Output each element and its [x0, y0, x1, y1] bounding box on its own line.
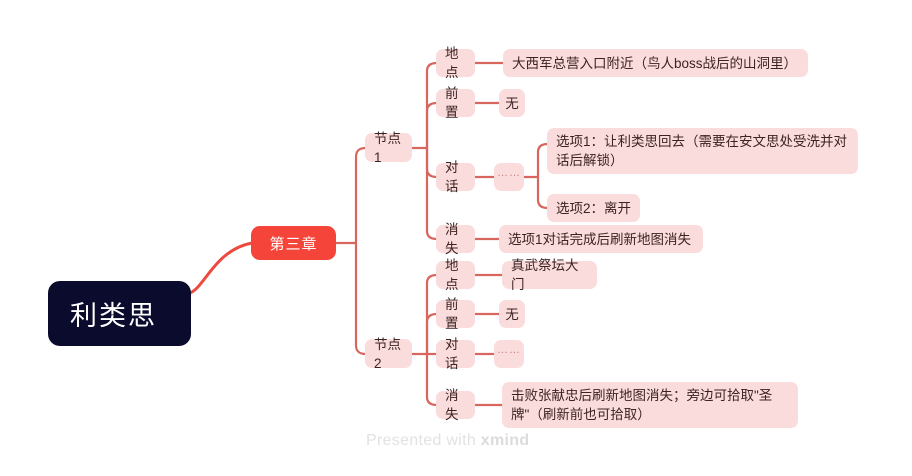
label-text: 对话	[445, 160, 459, 194]
value-text: 无	[505, 95, 519, 111]
label-text: 消失	[445, 388, 459, 422]
value-text: 无	[505, 306, 519, 322]
node-1-dialogue-option-2[interactable]: 选项2：离开	[547, 194, 640, 222]
option-text: 选项1：让利类思回去（需要在安文思处受洗并对话后解锁）	[556, 134, 848, 168]
node-2[interactable]: 节点2	[365, 337, 412, 371]
node-2-prereq-value[interactable]: 无	[499, 300, 525, 328]
node-2-disappear-value[interactable]: 击败张献忠后刷新地图消失；旁边可拾取"圣牌"（刷新前也可拾取）	[502, 382, 798, 428]
node-1-label: 节点1	[374, 130, 401, 165]
value-text: 选项1对话完成后刷新地图消失	[508, 231, 692, 247]
label-text: 消失	[445, 222, 459, 256]
value-text: 击败张献忠后刷新地图消失；旁边可拾取"圣牌"（刷新前也可拾取）	[511, 388, 773, 422]
root-node[interactable]: 利类思	[48, 281, 191, 346]
value-text: ……	[497, 167, 521, 179]
node-1-location-label[interactable]: 地点	[436, 46, 475, 80]
label-text: 前置	[445, 86, 459, 120]
label-text: 地点	[445, 46, 459, 80]
watermark-brand: xmind	[480, 432, 530, 449]
value-text: 真武祭坛大门	[511, 258, 579, 292]
node-2-location-value[interactable]: 真武祭坛大门	[502, 258, 597, 292]
node-2-location-label[interactable]: 地点	[436, 258, 475, 292]
node-1-prereq-value[interactable]: 无	[499, 89, 525, 117]
label-text: 对话	[445, 337, 459, 371]
main-topic-label: 第三章	[269, 235, 318, 253]
node-1-dialogue-option-1[interactable]: 选项1：让利类思回去（需要在安文思处受洗并对话后解锁）	[547, 128, 858, 174]
node-1[interactable]: 节点1	[365, 131, 412, 165]
main-topic-node[interactable]: 第三章	[251, 226, 336, 260]
node-1-disappear-value[interactable]: 选项1对话完成后刷新地图消失	[499, 225, 703, 253]
node-1-prereq-label[interactable]: 前置	[436, 86, 475, 120]
root-label: 利类思	[70, 301, 157, 331]
node-1-dialogue-label[interactable]: 对话	[436, 160, 475, 194]
xmind-watermark: Presented with xmind	[366, 432, 529, 450]
node-1-dialogue-value[interactable]: ……	[494, 163, 524, 191]
watermark-prefix: Presented with	[366, 432, 481, 449]
node-1-disappear-label[interactable]: 消失	[436, 222, 475, 256]
node-2-dialogue-label[interactable]: 对话	[436, 337, 475, 371]
label-text: 地点	[445, 258, 459, 292]
node-2-dialogue-value[interactable]: ……	[494, 340, 524, 368]
node-2-disappear-label[interactable]: 消失	[436, 388, 475, 422]
value-text: 大西军总营入口附近（鸟人boss战后的山洞里）	[512, 55, 798, 71]
label-text: 前置	[445, 297, 459, 331]
node-2-prereq-label[interactable]: 前置	[436, 297, 475, 331]
node-1-location-value[interactable]: 大西军总营入口附近（鸟人boss战后的山洞里）	[503, 49, 808, 77]
node-2-label: 节点2	[374, 336, 401, 371]
value-text: ……	[497, 344, 521, 356]
option-text: 选项2：离开	[556, 200, 632, 216]
